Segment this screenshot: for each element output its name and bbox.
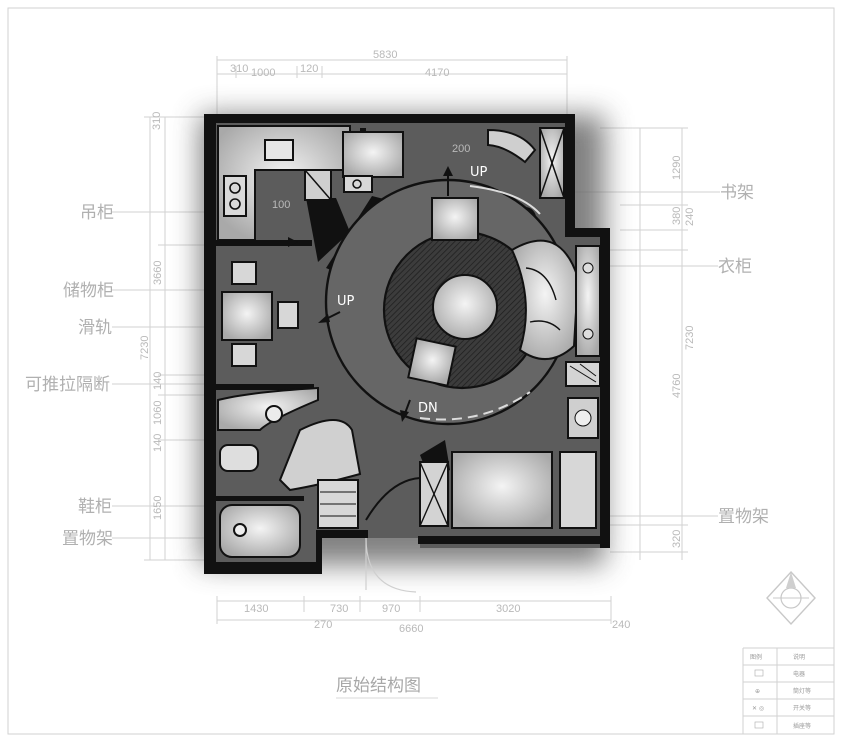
dim-top-2: 1000 — [251, 67, 275, 79]
dim-right-1: 1290 — [671, 156, 683, 180]
bookshelf — [487, 127, 565, 229]
note-up-top: UP — [470, 165, 488, 180]
dim-left-2: 7230 — [139, 336, 151, 360]
dim-interior-b: 100 — [272, 199, 290, 211]
dim-bottom-total: 6660 — [399, 623, 423, 635]
toilet-icon — [219, 444, 259, 472]
dim-bottom-2: 730 — [330, 603, 348, 615]
armchair — [407, 337, 457, 387]
note-up-left: UP — [337, 294, 355, 309]
dim-bottom-1: 1430 — [244, 603, 268, 615]
legend-row-1: 电器 — [793, 670, 805, 678]
sink-icon — [264, 139, 294, 161]
curved-sofa — [510, 239, 580, 361]
north-compass-icon — [766, 570, 816, 626]
dim-right-2: 380 — [671, 207, 683, 225]
dim-left-1: 3660 — [152, 261, 164, 285]
label-storage-cabinet: 储物柜 — [63, 281, 114, 301]
dim-left-3: 140 — [152, 372, 164, 390]
dim-bottom-left: 270 — [314, 619, 332, 631]
dim-bottom-right: 240 — [612, 619, 630, 631]
circular-platform — [324, 178, 580, 426]
drawing-frame — [7, 7, 835, 735]
dining-set — [221, 261, 299, 367]
kitchen-counter — [217, 125, 351, 241]
stove-icon — [223, 175, 247, 217]
dim-bottom-3: 970 — [382, 603, 400, 615]
round-table — [432, 274, 498, 340]
direction-arrows — [272, 166, 453, 422]
plant-icon — [487, 128, 537, 164]
note-dn: DN — [418, 401, 438, 416]
dim-top-3: 120 — [300, 63, 318, 75]
shower-tray — [219, 504, 301, 558]
legend-header-symbol: 图例 — [750, 653, 762, 661]
legend-header-text: 说明 — [793, 653, 805, 661]
label-wardrobe: 衣柜 — [718, 257, 752, 277]
legend-symbol-2: ⊕ — [755, 688, 760, 695]
dim-left-4: 1060 — [152, 401, 164, 425]
label-bookshelf: 书架 — [720, 183, 754, 203]
annotation-labels: 吊柜 储物柜 滑轨 可推拉隔断 鞋柜 置物架 书架 衣柜 置物架 — [25, 183, 769, 549]
dim-right-3: 240 — [684, 208, 696, 226]
dimension-texts: 5830 310 1000 120 4170 1430 730 970 3020… — [139, 49, 696, 635]
legend-row-2: 筒灯等 — [793, 687, 811, 695]
dim-left-5: 140 — [152, 434, 164, 452]
label-hanging-cabinet: 吊柜 — [80, 203, 114, 223]
dim-top-total: 5830 — [373, 49, 397, 61]
label-shoe-cabinet: 鞋柜 — [78, 497, 112, 517]
dim-interior-a: 200 — [452, 143, 470, 155]
dim-top-1: 310 — [230, 63, 248, 75]
appliance-icon — [754, 669, 764, 677]
dimension-lines — [112, 56, 720, 624]
dim-top-4: 4170 — [425, 67, 449, 79]
label-sliding-partition: 可推拉隔断 — [25, 375, 110, 395]
flow-notes: UP UP DN 200 100 — [272, 143, 488, 416]
legend-row-4: 插座等 — [793, 722, 811, 730]
armchair — [431, 197, 479, 241]
dim-right-5: 4760 — [671, 374, 683, 398]
legend-table: 图例 说明 电器 ⊕ 筒灯等 ✕ ◎ 开关等 插座等 — [743, 648, 834, 734]
wardrobe — [565, 245, 601, 439]
dim-right-4: 7230 — [684, 326, 696, 350]
dining-table — [221, 291, 273, 341]
bathroom-fixtures — [217, 386, 362, 558]
chair — [231, 343, 257, 367]
shelf-right — [559, 451, 597, 529]
legend-symbol-3: ✕ ◎ — [752, 705, 764, 712]
dim-bottom-4: 3020 — [496, 603, 520, 615]
entry-door — [365, 477, 421, 593]
label-shelf-right: 置物架 — [718, 507, 769, 527]
dim-right-6: 320 — [671, 530, 683, 548]
label-slide-rail: 滑轨 — [78, 318, 112, 338]
legend-row-3: 开关等 — [793, 704, 811, 712]
storage-unit — [342, 131, 404, 193]
chair — [277, 301, 299, 329]
dim-left-6: 1650 — [152, 496, 164, 520]
shower-area — [278, 419, 362, 492]
dim-left-top: 310 — [151, 112, 163, 130]
drawing-title: 原始结构图 — [336, 676, 421, 696]
socket-icon — [754, 721, 764, 729]
chair — [231, 261, 257, 285]
bed — [451, 451, 553, 529]
label-shelf-left: 置物架 — [62, 529, 113, 549]
bedroom-area — [419, 451, 597, 529]
